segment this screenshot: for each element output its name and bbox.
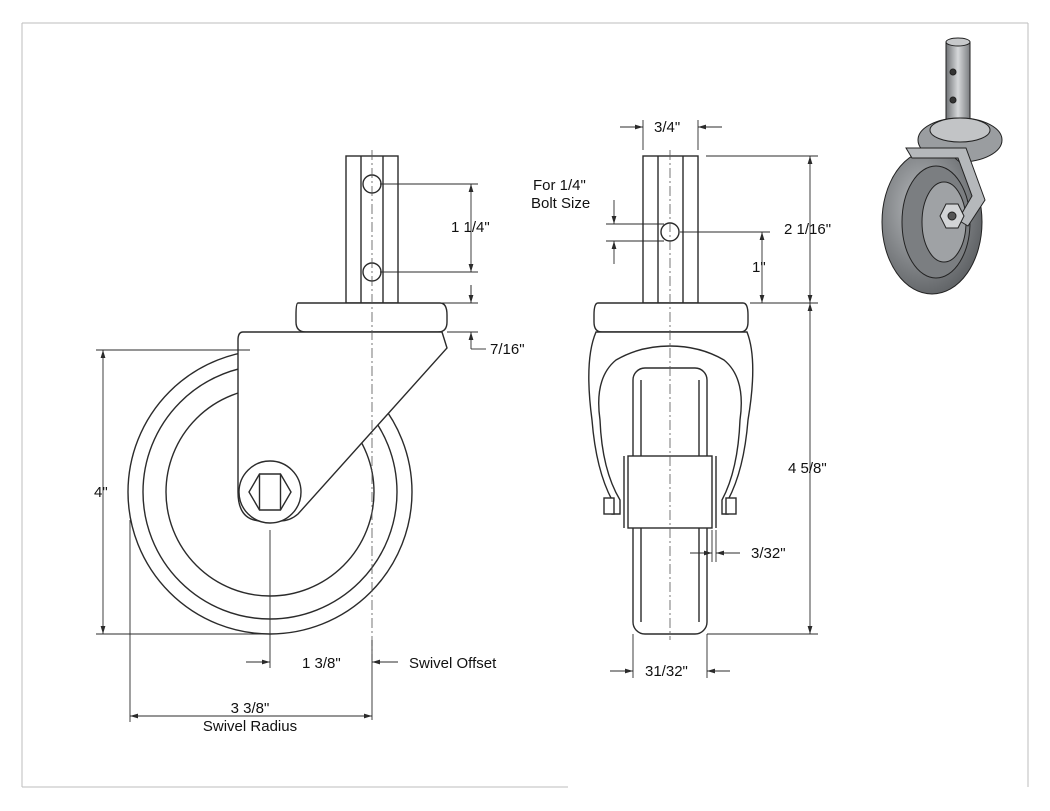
collar-height-label: 7/16" [490, 341, 525, 358]
front-collar [593, 302, 749, 333]
front-fork [588, 331, 754, 515]
wheel-diameter-label: 4" [94, 484, 108, 501]
side-view [127, 155, 448, 635]
front-view-dimensions [606, 120, 818, 678]
stem-hole-spacing-label: 1 1/4" [451, 219, 490, 236]
swivel-collar [295, 302, 448, 333]
caster-isometric-render [881, 37, 1003, 295]
front-view [588, 155, 754, 635]
hole-height-label: 1" [752, 259, 766, 276]
bolt-note-line1: For 1/4" [533, 177, 586, 194]
swivel-offset-label: Swivel Offset [409, 655, 497, 672]
drawing-border [21, 22, 1029, 788]
bolt-note-line2: Bolt Size [531, 195, 591, 212]
overall-height-label: 4 5/8" [788, 460, 827, 477]
swivel-radius-label: Swivel Radius [202, 718, 298, 735]
stem-length-label: 2 1/16" [784, 221, 832, 238]
swivel-offset-value: 1 3/8" [302, 655, 341, 672]
stem-width-label: 3/4" [654, 119, 681, 136]
wheel-width-label: 31/32" [645, 663, 688, 680]
hub-clearance-label: 3/32" [751, 545, 786, 562]
swivel-radius-value: 3 3/8" [230, 700, 270, 717]
side-view-dimensions [96, 183, 486, 722]
